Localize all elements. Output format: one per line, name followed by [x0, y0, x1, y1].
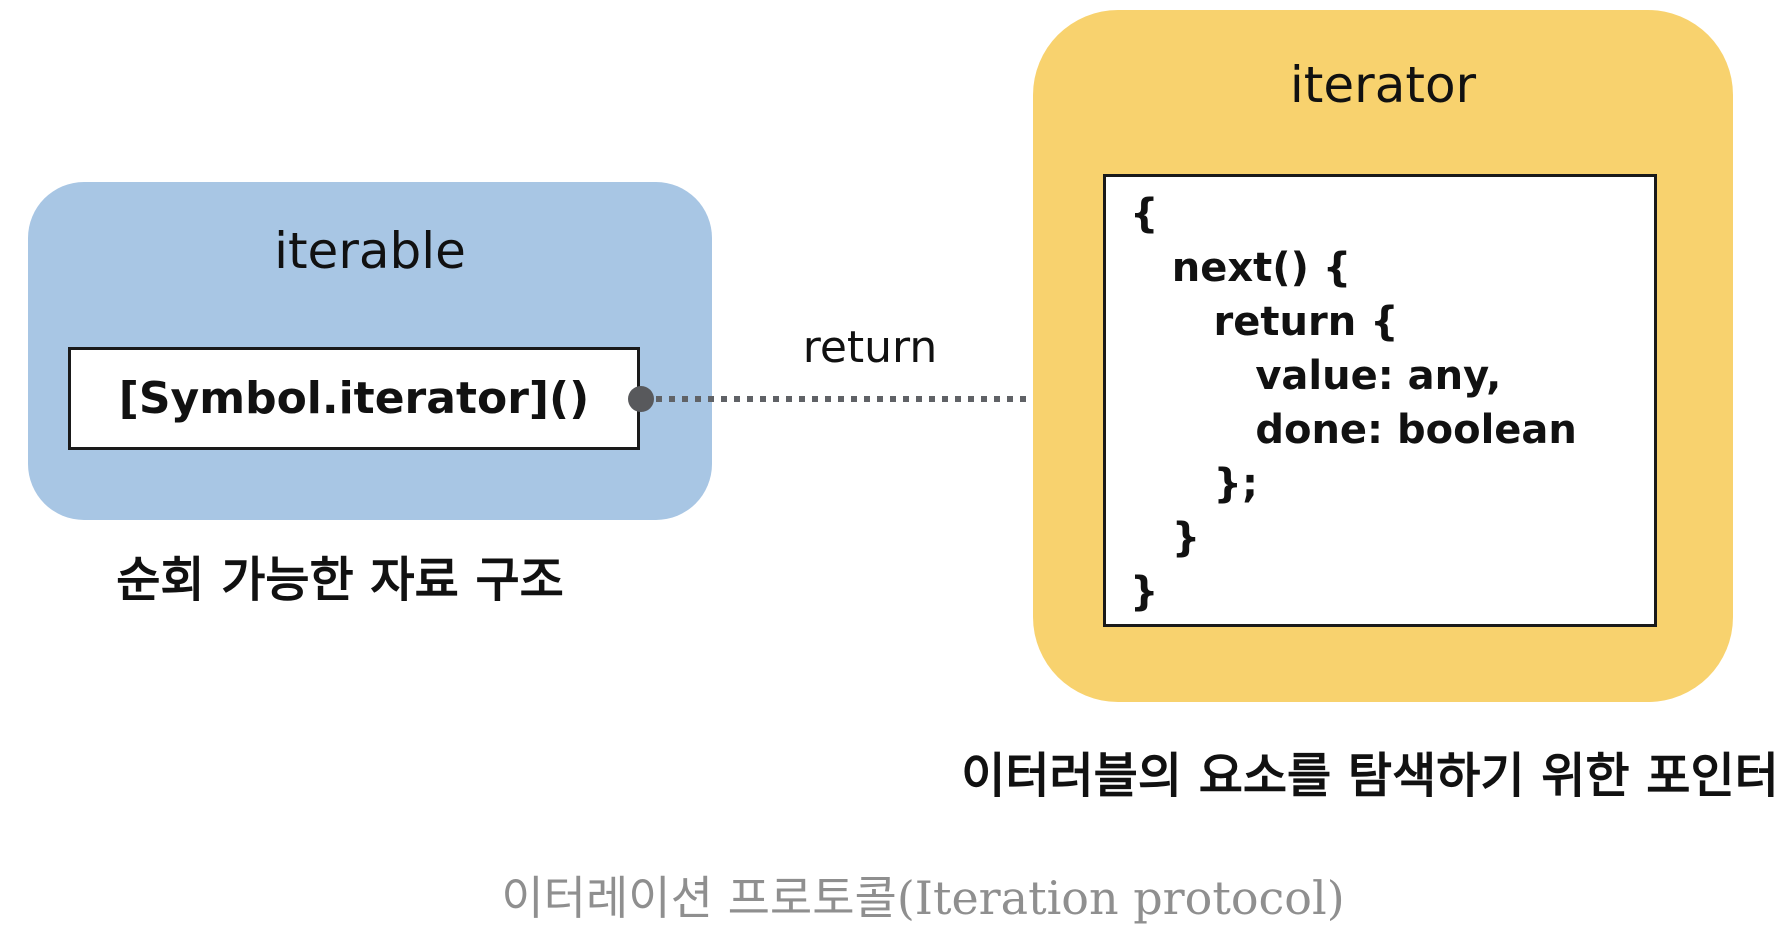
return-arrow-label: return	[802, 322, 938, 373]
iterator-box: iterator { next() { return { value: any,…	[1033, 10, 1733, 702]
iterable-caption: 순회 가능한 자료 구조	[116, 552, 564, 608]
figure-caption: 이터레이션 프로토콜(Iteration protocol)	[501, 871, 1345, 925]
dotted-arrow-line	[656, 396, 1080, 402]
iterator-caption: 이터러블의 요소를 탐색하기 위한 포인터	[961, 748, 1779, 804]
iterator-code-box: { next() { return { value: any, done: bo…	[1103, 174, 1657, 627]
iterator-code: { next() { return { value: any, done: bo…	[1130, 191, 1577, 615]
iterator-title: iterator	[1289, 56, 1477, 114]
symbol-iterator-method-label: [Symbol.iterator]()	[118, 373, 590, 424]
symbol-iterator-method-box: [Symbol.iterator]()	[68, 347, 640, 450]
connector-origin-dot	[628, 386, 654, 412]
iterable-title: iterable	[274, 222, 466, 280]
iterable-box: iterable [Symbol.iterator]()	[28, 182, 712, 520]
